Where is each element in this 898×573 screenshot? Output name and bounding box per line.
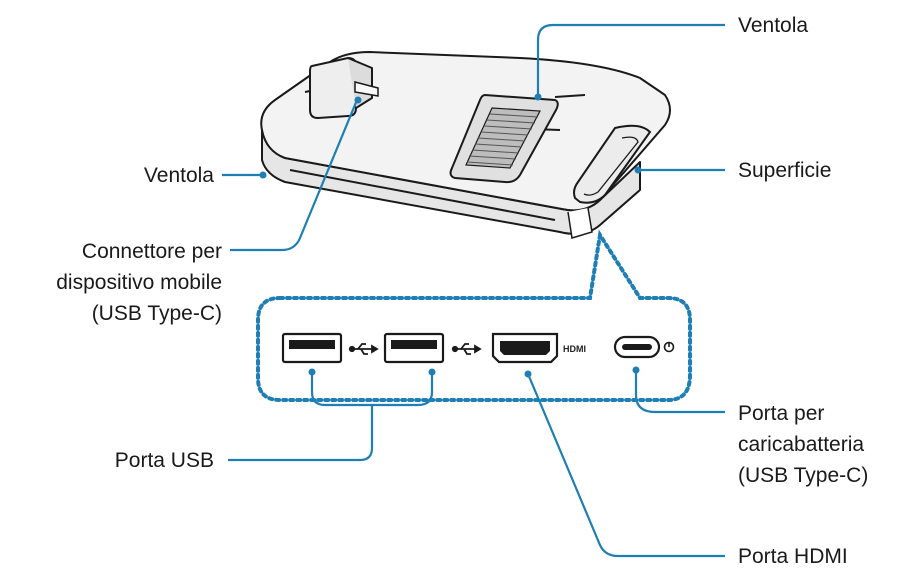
usb-symbol-icon bbox=[451, 343, 482, 355]
label-mobile-connector-line2: dispositivo mobile bbox=[56, 271, 222, 294]
front-notch bbox=[567, 207, 593, 239]
label-usb-port: Porta USB bbox=[115, 449, 214, 472]
port-panel-outline bbox=[256, 229, 692, 402]
label-charger-line2: caricabatteria bbox=[738, 433, 864, 456]
label-surface: Superficie bbox=[738, 159, 831, 182]
label-fan-left: Ventola bbox=[144, 164, 214, 187]
callout-fan-top bbox=[536, 23, 725, 95]
mobile-connector bbox=[309, 56, 379, 120]
usb-symbol-icon bbox=[348, 343, 379, 355]
callout-hdmi bbox=[526, 373, 725, 558]
callout-lines bbox=[222, 23, 725, 558]
label-charger-line1: Porta per bbox=[738, 402, 824, 425]
label-hdmi-port: Porta HDMI bbox=[738, 545, 848, 568]
surface-slot bbox=[573, 124, 652, 204]
label-mobile-connector-line3: (USB Type-C) bbox=[92, 302, 222, 325]
fan-vent bbox=[449, 93, 559, 184]
port-panel: HDMI bbox=[256, 229, 692, 402]
labels: Ventola Ventola Superficie Connettore pe… bbox=[56, 14, 868, 568]
power-icon bbox=[663, 341, 675, 353]
callout-usb bbox=[228, 372, 434, 462]
label-fan-top: Ventola bbox=[738, 14, 808, 37]
label-mobile-connector-line1: Connettore per bbox=[82, 240, 222, 263]
callout-charger bbox=[634, 370, 725, 414]
hdmi-tag: HDMI bbox=[563, 344, 586, 354]
label-charger-line3: (USB Type-C) bbox=[738, 464, 868, 487]
callout-mobile-connector bbox=[230, 99, 359, 252]
side-groove bbox=[289, 169, 556, 221]
